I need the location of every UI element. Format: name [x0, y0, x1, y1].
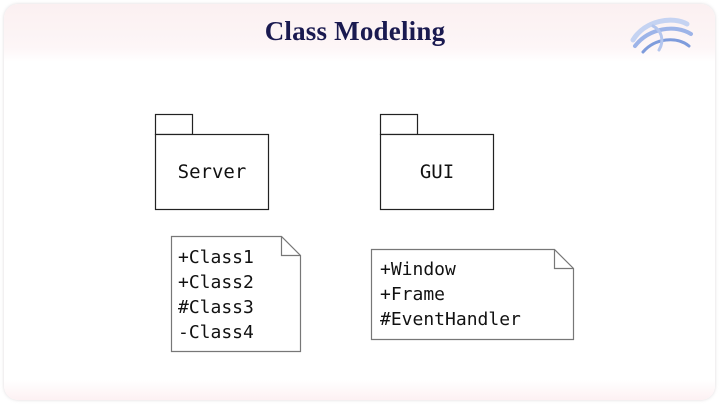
note-line: +Frame: [380, 284, 445, 305]
package-body: [154, 133, 270, 211]
package-gui: GUI: [379, 113, 495, 211]
note-line: +Class2: [178, 272, 254, 293]
note-fold: [553, 249, 574, 270]
note-shape: [170, 235, 302, 353]
note-line: #Class3: [178, 297, 254, 318]
package-tab: [379, 113, 419, 136]
package-label: GUI: [420, 161, 454, 183]
footer-band: [4, 380, 715, 400]
note-shape: [370, 248, 575, 341]
note-gui-classes: +Window +Frame #EventHandler: [370, 248, 575, 341]
package-body: [379, 133, 495, 211]
note-fold: [280, 236, 301, 257]
package-tab: [154, 113, 194, 136]
package-server: Server: [154, 113, 270, 211]
slide-frame: Class Modeling: [4, 4, 715, 400]
slide-title: Class Modeling: [264, 16, 446, 46]
swirl-logo-icon: [630, 17, 693, 54]
note-line: +Window: [380, 259, 456, 280]
note-line: #EventHandler: [380, 309, 521, 330]
note-line: -Class4: [178, 322, 254, 343]
package-label: Server: [178, 161, 247, 183]
header-band: [4, 4, 715, 62]
note-server-classes: +Class1 +Class2 #Class3 -Class4: [170, 235, 302, 353]
note-line: +Class1: [178, 247, 254, 268]
